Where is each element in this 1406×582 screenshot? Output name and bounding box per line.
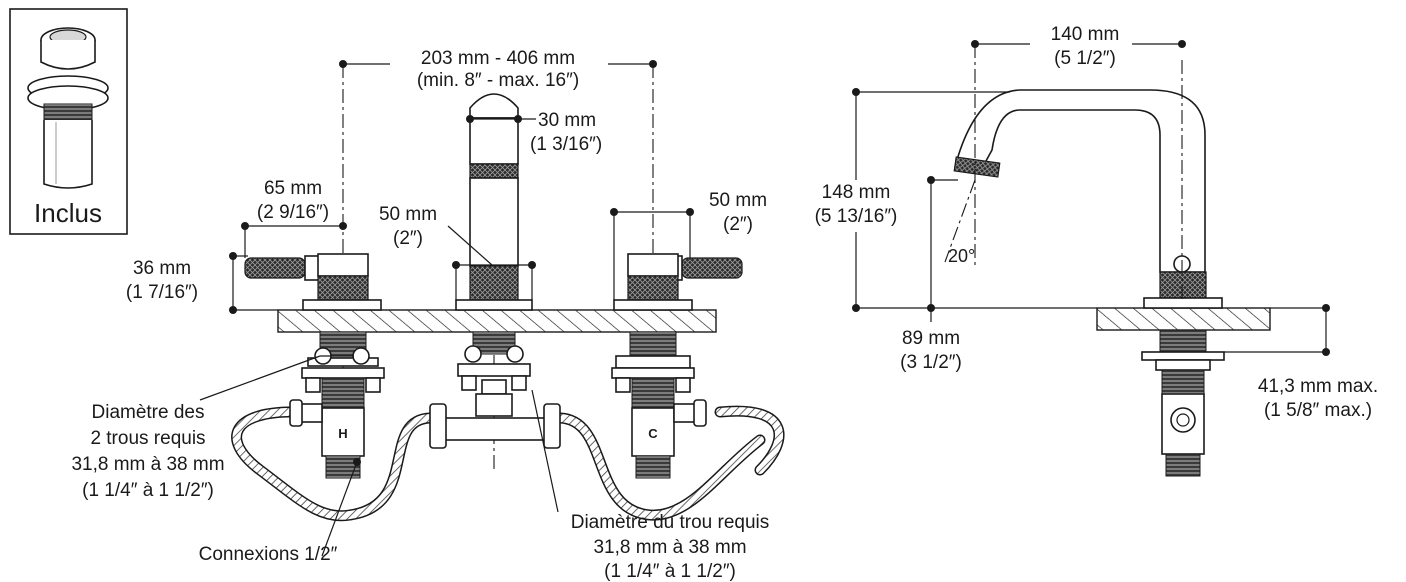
center-spout (429, 93, 561, 449)
reach-metric: 140 mm (1051, 24, 1120, 45)
side-holes-line3: 31,8 mm à 38 mm (71, 454, 224, 475)
dim-reach: 140 mm (5 1/2″) (971, 24, 1186, 69)
countertop-section (277, 309, 717, 333)
spread-metric: 203 mm - 406 mm (421, 48, 575, 69)
cold-marker: C (648, 426, 658, 441)
left-valve-hot: H (244, 253, 385, 479)
dim-spread: 203 mm - 406 mm (min. 8″ - max. 16″) (339, 48, 657, 91)
deck-thickness-imperial: (1 5/8″ max.) (1264, 400, 1372, 421)
angle-ray (944, 179, 976, 263)
callout-connections: Connexions 1/2″ (199, 458, 361, 565)
hot-marker: H (338, 426, 347, 441)
dim-spout-diameter: 30 mm (1 3/16″) (466, 110, 602, 155)
base-right-metric: 50 mm (709, 190, 767, 211)
height-imperial: (5 13/16″) (815, 206, 898, 227)
height-metric: 148 mm (822, 182, 891, 203)
dim-deck-thickness: 41,3 mm max. (1 5/8″ max.) (1224, 304, 1378, 421)
dim-height: 148 mm (5 13/16″) (815, 88, 1097, 312)
inset-label: Inclus (34, 198, 102, 228)
spout-diameter-imperial: (1 3/16″) (530, 134, 602, 155)
deck-thickness-metric: 41,3 mm max. (1258, 376, 1378, 397)
side-holes-line1: Diamètre des (92, 402, 205, 423)
center-hole-line3: (1 1/4″ à 1 1/2″) (604, 561, 736, 582)
connections-label: Connexions 1/2″ (199, 544, 338, 565)
handle-length-imperial: (2 9/16″) (257, 202, 329, 223)
callout-side-holes: Diamètre des 2 trous requis 31,8 mm à 38… (71, 355, 354, 501)
spread-imperial: (min. 8″ - max. 16″) (417, 70, 579, 91)
spout-diameter-metric: 30 mm (538, 110, 596, 131)
dim-base-center: 50 mm (2″) (379, 204, 536, 300)
side-spout (953, 89, 1225, 477)
spout-angle: 20° (948, 246, 975, 266)
side-view: 140 mm (5 1/2″) 148 mm (5 13/16″) 20° 89… (815, 24, 1378, 477)
center-hole-line2: 31,8 mm à 38 mm (593, 537, 746, 558)
handle-height-metric: 36 mm (133, 258, 191, 279)
dim-base-right: 50 mm (2″) (610, 190, 767, 300)
reach-imperial: (5 1/2″) (1054, 48, 1116, 69)
right-valve-cold: C (611, 253, 743, 479)
front-view: H (71, 48, 785, 582)
side-holes-line2: 2 trous requis (90, 428, 205, 449)
braided-hoses (231, 405, 785, 522)
dim-handle-height: 36 mm (1 7/16″) (126, 252, 278, 314)
center-hole-line1: Diamètre du trou requis (571, 512, 770, 533)
base-center-metric: 50 mm (379, 204, 437, 225)
handle-height-imperial: (1 7/16″) (126, 282, 198, 303)
outlet-height-imperial: (3 1/2″) (900, 352, 962, 373)
dim-outlet-height: 89 mm (3 1/2″) (900, 176, 962, 373)
base-center-imperial: (2″) (393, 228, 423, 249)
outlet-height-metric: 89 mm (902, 328, 960, 349)
included-drain-inset: Inclus (9, 8, 128, 235)
base-right-imperial: (2″) (723, 214, 753, 235)
drain-plug-icon (27, 27, 109, 189)
dim-handle-length: 65 mm (2 9/16″) (241, 178, 347, 258)
side-holes-line4: (1 1/4″ à 1 1/2″) (82, 480, 214, 501)
handle-length-metric: 65 mm (264, 178, 322, 199)
side-countertop-section (1096, 307, 1271, 331)
callout-center-hole: Diamètre du trou requis 31,8 mm à 38 mm … (531, 389, 770, 582)
